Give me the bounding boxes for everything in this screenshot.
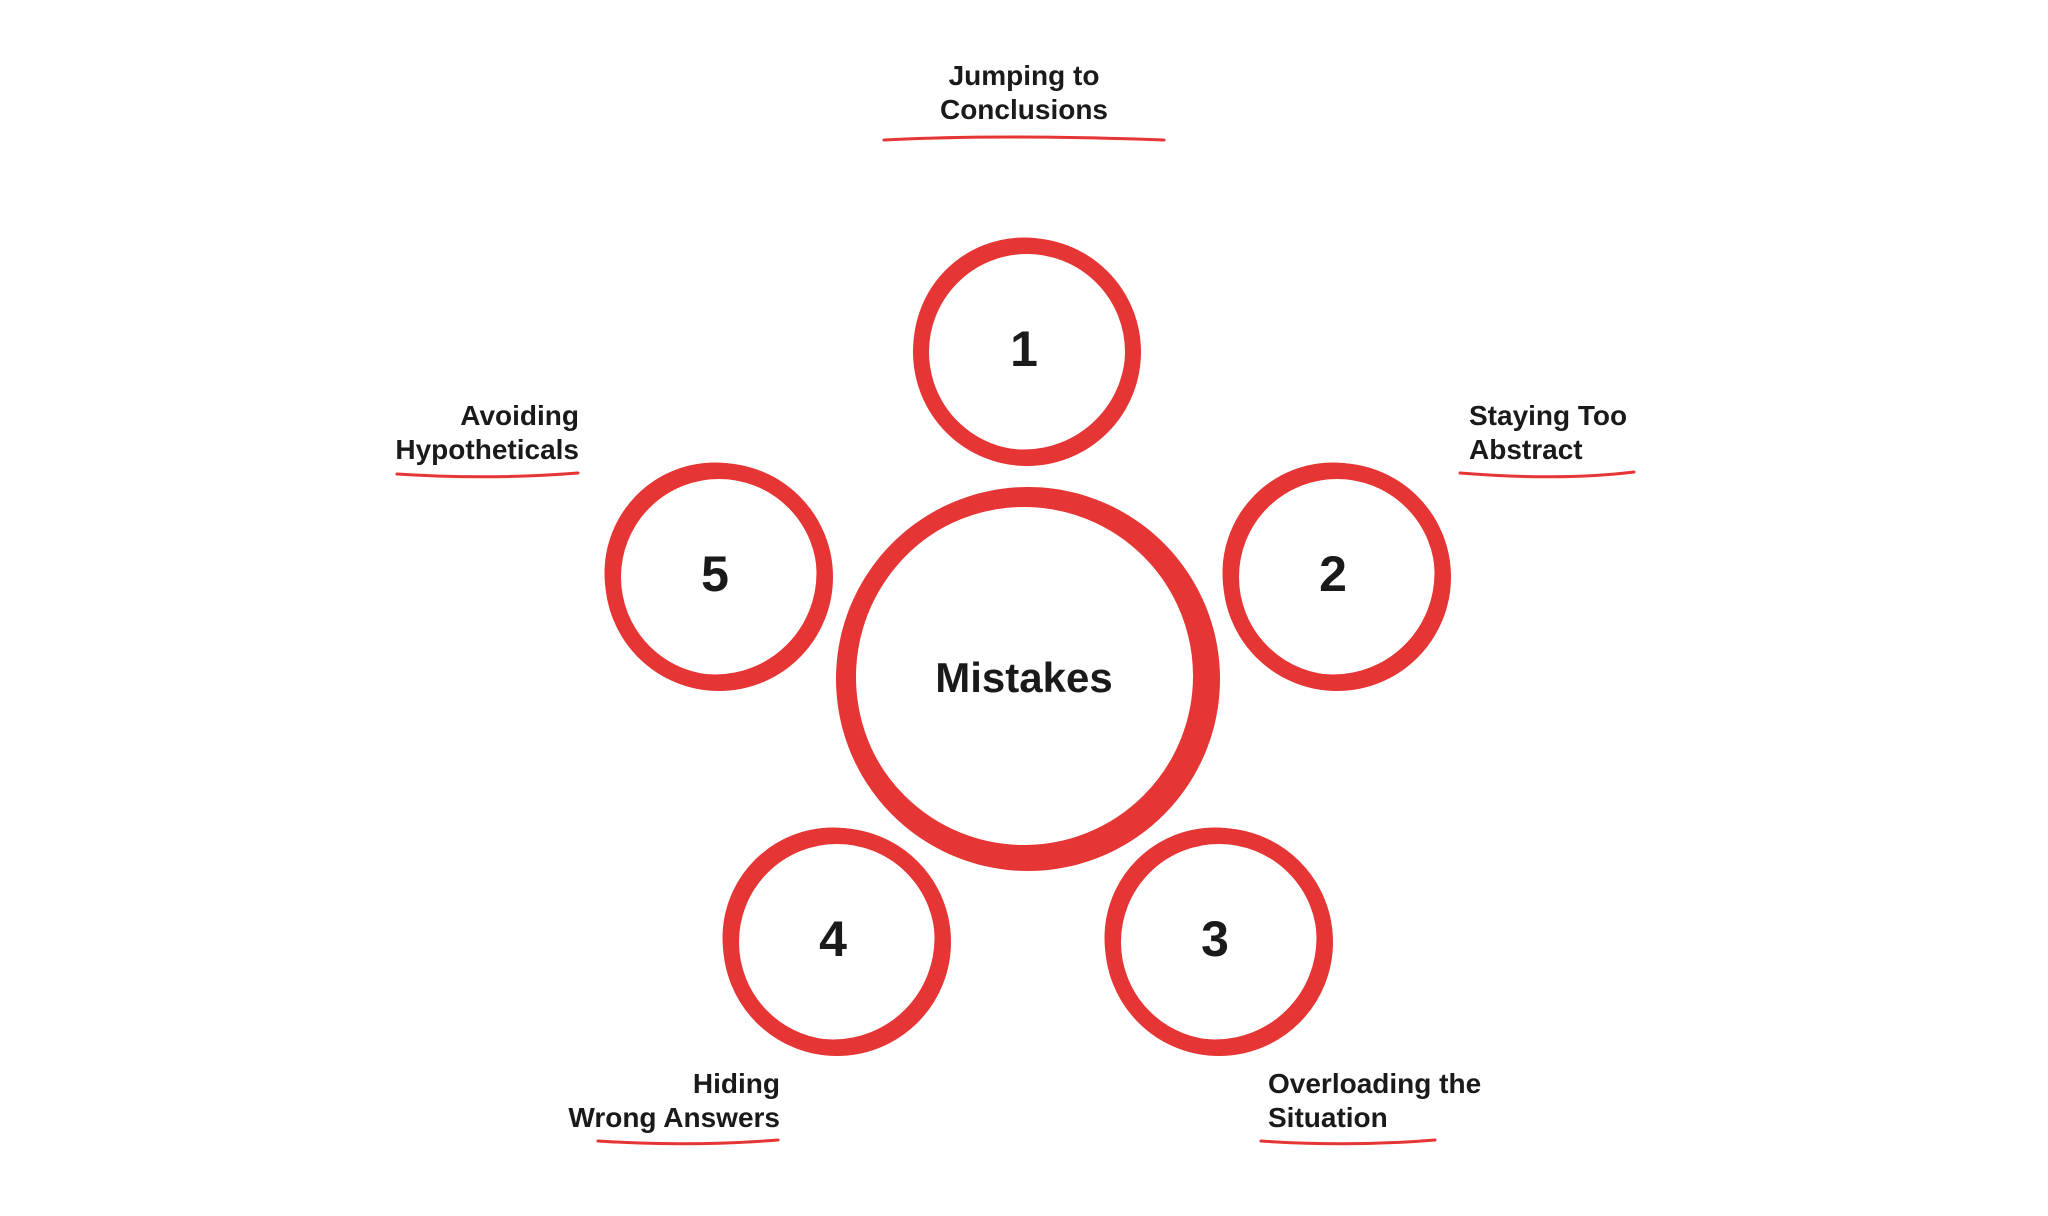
caption-1-underline bbox=[882, 135, 1166, 142]
node-3: 3 bbox=[1104, 827, 1333, 1056]
center-ring-stroke bbox=[841, 493, 1207, 859]
caption-2-underline bbox=[1458, 470, 1636, 479]
caption-1-line1: Jumping to bbox=[949, 60, 1100, 91]
center-node: Mistakes bbox=[836, 487, 1221, 872]
node-2-number: 2 bbox=[1319, 546, 1347, 602]
caption-2-line2: Abstract bbox=[1469, 434, 1583, 465]
node-3-ring bbox=[1104, 827, 1326, 1049]
node-2-ring bbox=[1222, 462, 1444, 684]
node-5: 5 bbox=[604, 462, 833, 691]
node-1: 1 bbox=[913, 237, 1141, 466]
node-4-ring bbox=[722, 827, 944, 1049]
node-1-ring bbox=[913, 237, 1135, 459]
caption-1-line2: Conclusions bbox=[940, 94, 1108, 125]
caption-4-underline bbox=[596, 1138, 780, 1146]
node-5-ring bbox=[604, 462, 826, 684]
node-5-number: 5 bbox=[701, 546, 729, 602]
caption-3: Overloading the Situation bbox=[1259, 1068, 1481, 1146]
caption-5: Avoiding Hypotheticals bbox=[395, 400, 580, 479]
node-4: 4 bbox=[722, 827, 951, 1056]
node-3-number: 3 bbox=[1201, 911, 1229, 967]
caption-5-line1: Avoiding bbox=[460, 400, 579, 431]
node-4-number: 4 bbox=[819, 911, 847, 967]
node-1-number: 1 bbox=[1010, 321, 1038, 377]
caption-2: Staying Too Abstract bbox=[1458, 400, 1636, 479]
caption-3-line1: Overloading the bbox=[1268, 1068, 1481, 1099]
node-2: 2 bbox=[1222, 462, 1451, 691]
caption-3-underline bbox=[1259, 1138, 1437, 1146]
caption-4-line2: Wrong Answers bbox=[568, 1102, 780, 1133]
caption-5-line2: Hypotheticals bbox=[395, 434, 579, 465]
caption-4-line1: Hiding bbox=[693, 1068, 780, 1099]
center-label: Mistakes bbox=[935, 654, 1112, 701]
caption-1: Jumping to Conclusions bbox=[882, 60, 1166, 142]
caption-4: Hiding Wrong Answers bbox=[568, 1068, 780, 1146]
caption-5-underline bbox=[395, 471, 580, 479]
caption-2-line1: Staying Too bbox=[1469, 400, 1627, 431]
caption-3-line2: Situation bbox=[1268, 1102, 1388, 1133]
